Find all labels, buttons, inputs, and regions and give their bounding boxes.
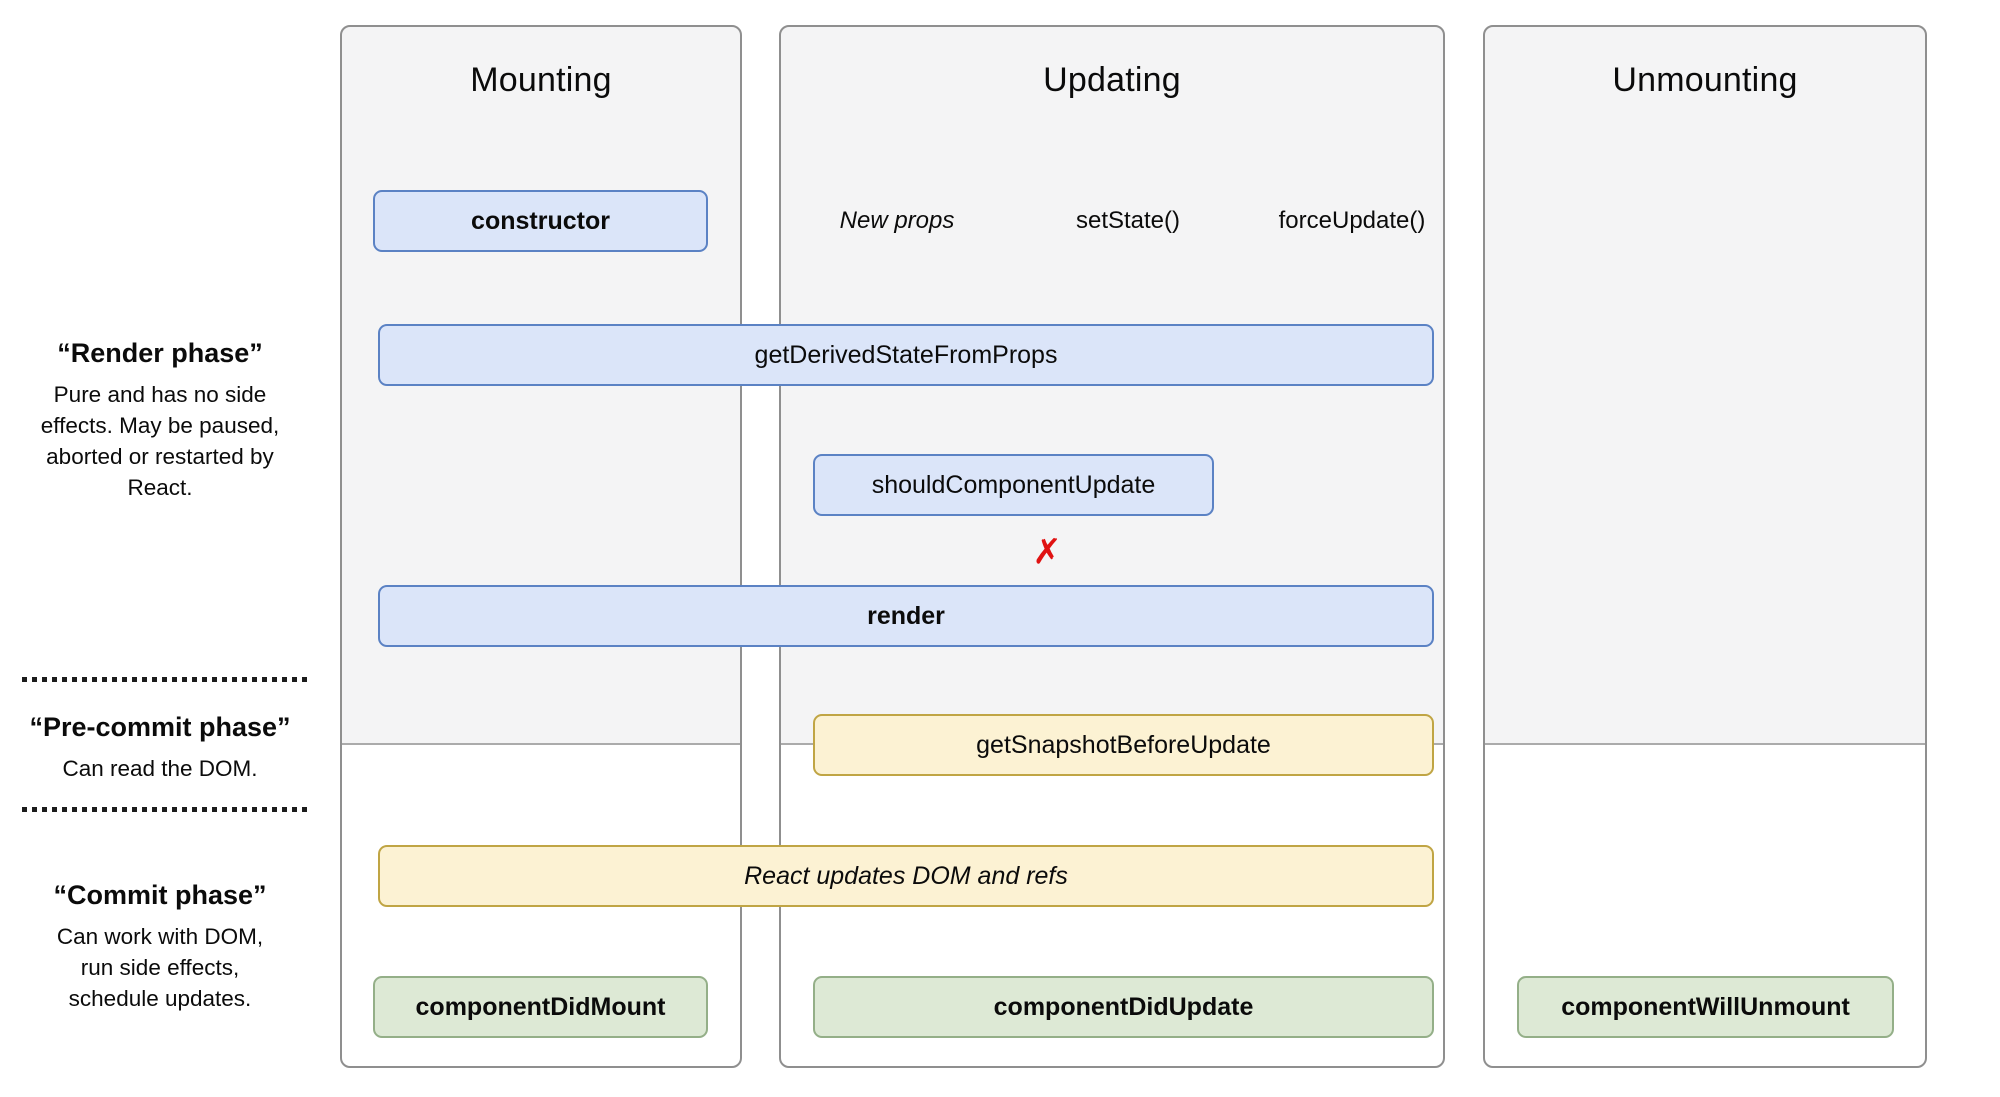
commit-phase-label-group: “Commit phase” Can work with DOM, run si… [8,880,312,1014]
phase-separator-bottom [22,807,310,812]
mounting-phase-boundary-line [342,743,740,745]
react-updates-dom-node: React updates DOM and refs [378,845,1434,907]
precommit-phase-title: “Pre-commit phase” [29,712,291,742]
new-props-label: New props [839,207,955,234]
render-phase-description: Pure and has no side effects. May be pau… [40,382,280,500]
skip-update-x-icon: ✗ [1032,532,1062,572]
phase-separator-top [22,677,310,682]
precommit-phase-label-group: “Pre-commit phase” Can read the DOM. [8,712,312,784]
updating-column: Updating [779,25,1445,1068]
constructor-node[interactable]: constructor [373,190,708,252]
render-phase-title: “Render phase” [57,338,263,368]
commit-phase-description: Can work with DOM, run side effects, sch… [56,924,264,1011]
unmounting-column: Unmounting [1483,25,1927,1068]
precommit-phase-description: Can read the DOM. [62,756,258,781]
getsnapshotbeforeupdate-node[interactable]: getSnapshotBeforeUpdate [813,714,1434,776]
componentdidmount-node[interactable]: componentDidMount [373,976,708,1038]
setstate-label[interactable]: setState() [1075,207,1181,234]
updating-column-title: Updating [1043,61,1181,99]
shouldcomponentupdate-node[interactable]: shouldComponentUpdate [813,454,1214,516]
commit-phase-title: “Commit phase” [53,880,267,910]
unmounting-column-title: Unmounting [1612,61,1798,99]
getderivedstatefromprops-node[interactable]: getDerivedStateFromProps [378,324,1434,386]
componentwillunmount-node[interactable]: componentWillUnmount [1517,976,1894,1038]
render-phase-label-group: “Render phase” Pure and has no side effe… [8,338,312,503]
mounting-column: Mounting [340,25,742,1068]
forceupdate-label[interactable]: forceUpdate() [1278,207,1426,234]
unmounting-phase-boundary-line [1485,743,1925,745]
componentdidupdate-node[interactable]: componentDidUpdate [813,976,1434,1038]
mounting-column-title: Mounting [470,61,612,99]
render-node[interactable]: render [378,585,1434,647]
